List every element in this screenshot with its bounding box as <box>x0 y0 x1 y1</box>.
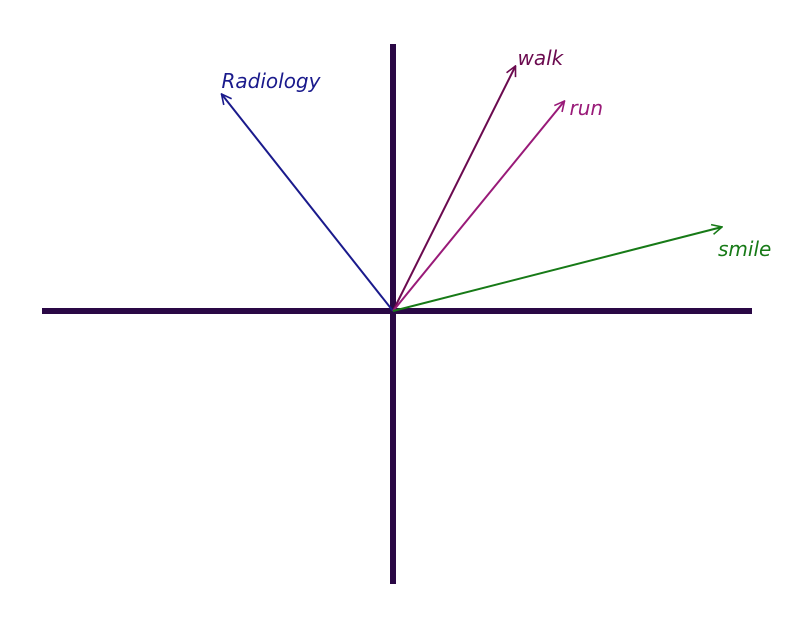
vector-label-smile: smile <box>718 237 771 261</box>
vector-label-walk: walk <box>518 46 565 70</box>
vector-label-radiology: Radiology <box>222 69 322 93</box>
vector-arrow-smile <box>392 227 722 312</box>
vector-arrow-radiology <box>222 94 394 312</box>
vector-arrow-run <box>392 101 565 312</box>
vector-arrow-walk <box>392 66 517 312</box>
vector-group: Radiology walk run smile <box>222 46 771 312</box>
vector-label-run: run <box>570 96 604 120</box>
